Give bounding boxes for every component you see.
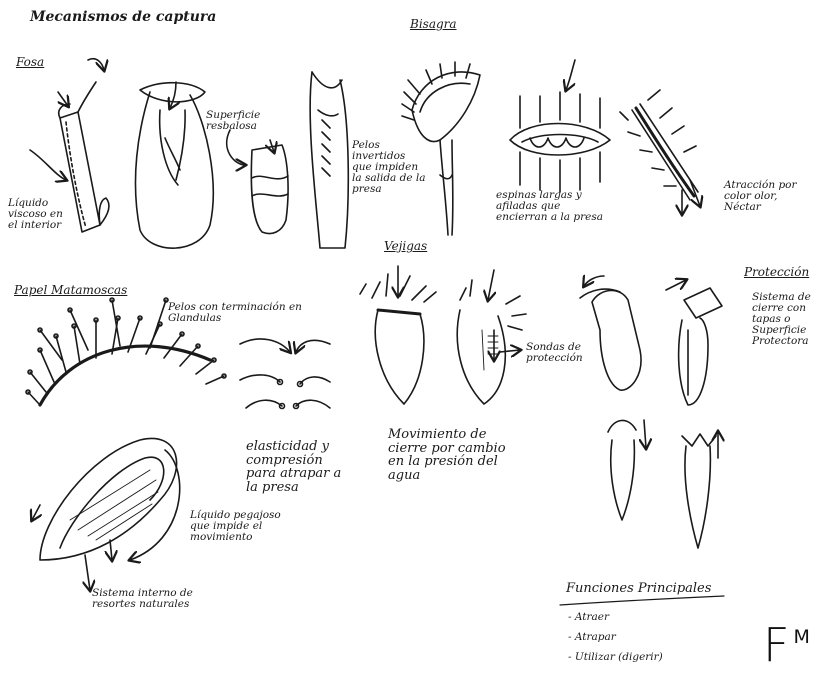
section-vejigas: Vejigas xyxy=(384,240,427,253)
note-pelos-invertidos: Pelos invertidos que impiden la salida d… xyxy=(352,140,428,195)
logo-f: F xyxy=(763,618,789,672)
note-sistema-interno: Sistema interno de resortes naturales xyxy=(92,588,222,610)
papel-elastic-sketch xyxy=(240,339,330,409)
papel-coil-sketch xyxy=(32,438,180,590)
proteccion-lidded-pitcher-sketch xyxy=(580,276,641,390)
note-sistema-cierre: Sistema de cierre con tapas o Superficie… xyxy=(752,292,832,347)
section-bisagra: Bisagra xyxy=(410,18,457,31)
note-elasticidad: elasticidad y compresión para atrapar a … xyxy=(246,440,356,495)
section-fosa: Fosa xyxy=(16,56,44,69)
funciones-item: - Utilizar (digerir) xyxy=(568,652,663,663)
proteccion-small-lid-sketch xyxy=(608,420,646,520)
proteccion-tube-sketch xyxy=(666,280,722,405)
proteccion-narrow-sketch xyxy=(682,432,718,548)
funciones-heading: Funciones Principales xyxy=(566,582,711,596)
section-proteccion: Protección xyxy=(744,266,809,279)
fosa-cup-sketch xyxy=(227,130,288,234)
funciones-item: - Atrapar xyxy=(568,632,616,643)
bisagra-side-trap-sketch xyxy=(620,90,700,214)
note-pelos-terminacion: Pelos con terminación en Glandulas xyxy=(168,302,308,324)
note-liquido-pegajoso: Líquido pegajoso que impide el movimient… xyxy=(190,510,290,543)
section-papel: Papel Matamoscas xyxy=(14,284,127,297)
fosa-tall-pitcher-sketch xyxy=(310,72,348,248)
logo-m: M xyxy=(793,626,809,648)
note-liquido-viscoso: Líquido viscoso en el interior xyxy=(8,198,63,231)
note-movimiento: Movimiento de cierre por cambio en la pr… xyxy=(388,428,518,483)
note-atraccion: Atracción por color olor, Néctar xyxy=(724,180,804,213)
funciones-item: - Atraer xyxy=(568,612,609,623)
note-superficie: Superficie resbalosa xyxy=(206,110,286,132)
page-title: Mecanismos de captura xyxy=(30,10,216,25)
vejigas-bulb-sketch xyxy=(360,266,436,404)
fosa-pitcher-sketch xyxy=(135,82,213,248)
bisagra-open-jaw-sketch xyxy=(510,60,610,192)
note-espinas: espinas largas y afiladas que encierran … xyxy=(496,190,606,223)
vejigas-open-sketch xyxy=(457,270,526,404)
funciones-underline xyxy=(560,596,724,605)
note-sondas: Sondas de protección xyxy=(526,342,596,364)
